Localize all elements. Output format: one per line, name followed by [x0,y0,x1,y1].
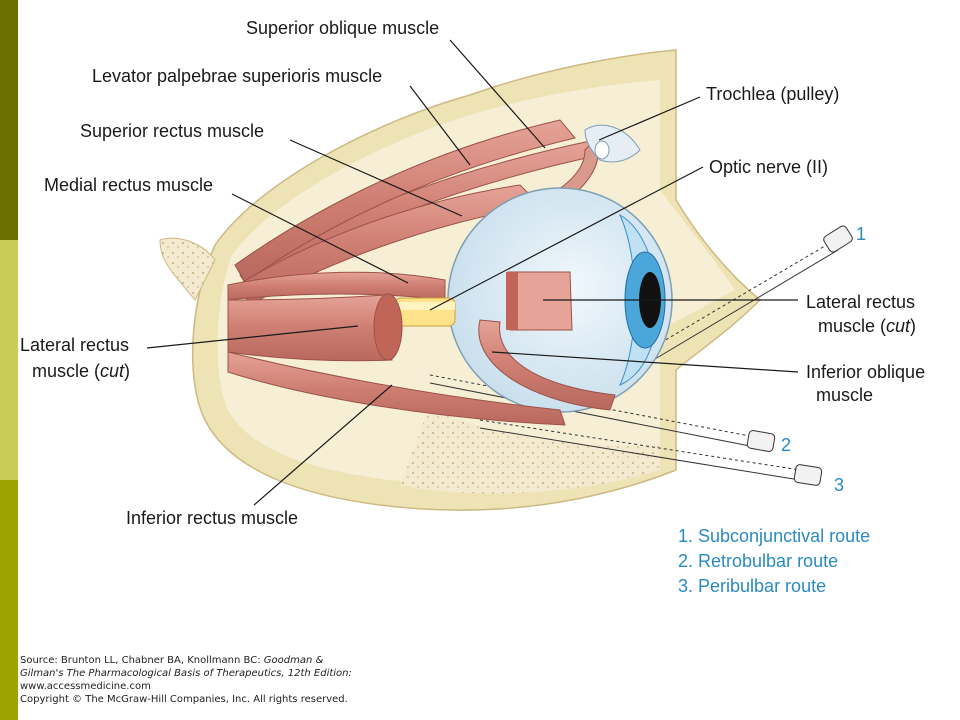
source-line-1: Source: Brunton LL, Chabner BA, Knollman… [20,654,400,667]
needle-number-3: 3 [834,475,844,495]
inferior-oblique-muscle [478,319,616,411]
label-lateral-rectus-right-line2: muscle (cut) [818,316,916,336]
source-line-2: Gilman's The Pharmacological Basis of Th… [20,668,352,679]
label-medial-rectus: Medial rectus muscle [44,175,213,195]
lateral-rectus-cut-right [506,271,573,331]
lateral-rectus-cut-left [227,293,403,362]
route-legend-item: 1. Subconjunctival route [678,526,870,546]
needle-peribulbar [479,419,823,486]
label-inferior-oblique-line2: muscle [816,385,873,405]
label-lateral-rectus-left-line1: Lateral rectus [20,335,129,355]
inferior-rectus-muscle [227,351,566,426]
label-superior-oblique: Superior oblique muscle [246,18,439,38]
label-lateral-rectus-left-line2: muscle (cut) [32,361,130,381]
levator-palpebrae-muscle [234,119,576,283]
source-line-1-text: Source: Brunton LL, Chabner BA, Knollman… [20,655,264,666]
leader-lines [146,39,799,506]
needle-number-1: 1 [856,224,866,244]
source-line-1-italic: Goodman & [263,655,324,666]
sidebar-segment-dark [0,0,18,240]
route-legend-item: 2. Retrobulbar route [678,551,838,571]
needle-subconjunctival [639,225,853,363]
sidebar-accent-bar [0,0,18,720]
trochlea-pulley [584,124,641,163]
route-legend-item: 3. Peribulbar route [678,576,826,596]
label-inferior-oblique-line1: Inferior oblique [806,362,925,382]
label-optic-nerve: Optic nerve (II) [709,157,828,177]
label-superior-rectus: Superior rectus muscle [80,121,264,141]
needle-number-2: 2 [781,435,791,455]
source-line-4: Copyright © The McGraw-Hill Companies, I… [20,694,348,705]
source-citation: Source: Brunton LL, Chabner BA, Knollman… [20,654,400,706]
label-levator-palpebrae: Levator palpebrae superioris muscle [92,66,382,86]
sidebar-segment-mid [0,480,18,720]
label-lateral-rectus-right-line1: Lateral rectus [806,292,915,312]
label-inferior-rectus: Inferior rectus muscle [126,508,298,528]
label-trochlea: Trochlea (pulley) [706,84,839,104]
source-line-3: www.accessmedicine.com [20,681,151,692]
needle-retrobulbar [429,374,776,452]
sidebar-segment-light [0,240,18,480]
